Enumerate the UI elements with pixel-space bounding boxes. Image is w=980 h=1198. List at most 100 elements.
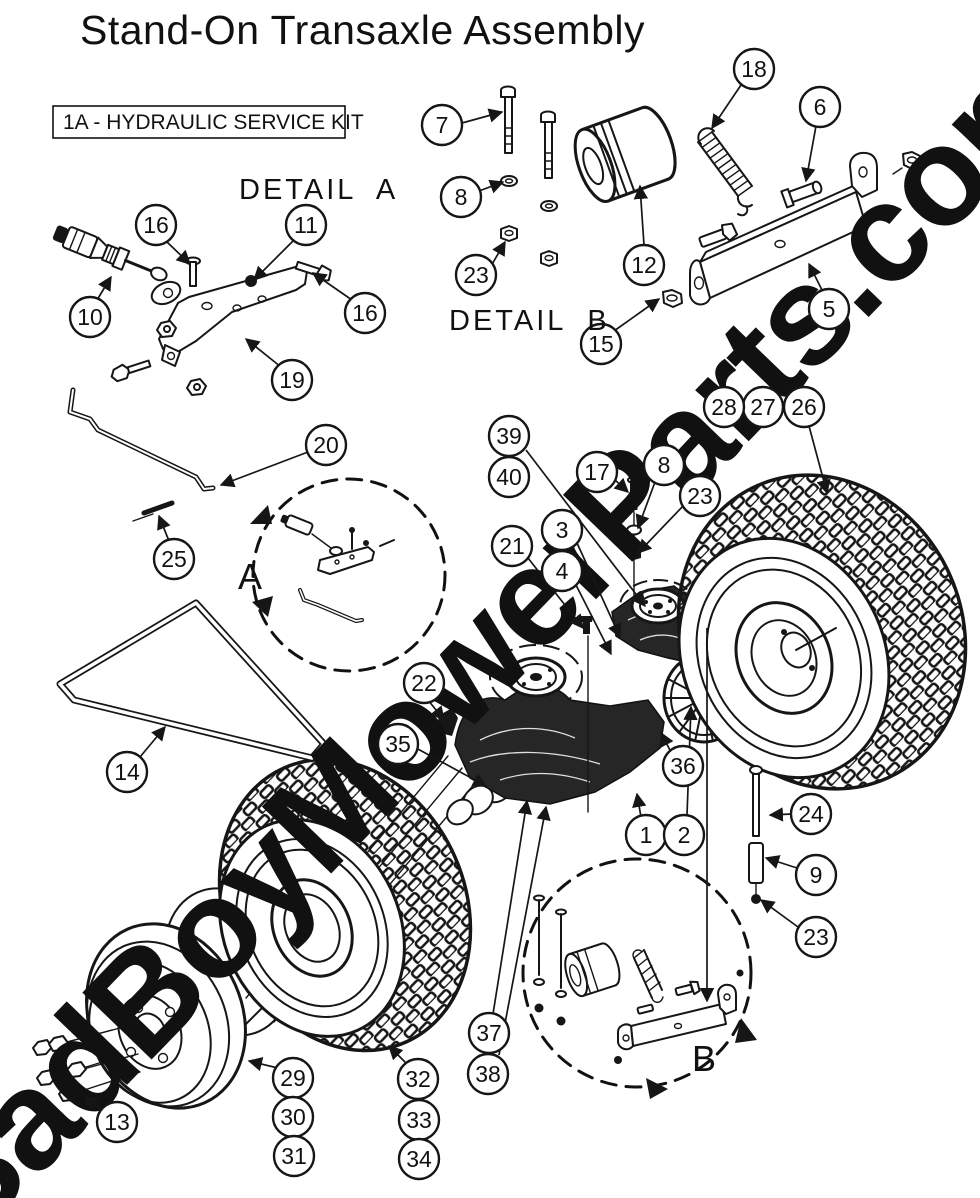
svg-text:16: 16 [143,212,169,238]
callout-30: 30 [271,1095,315,1139]
zone-b-letter: B [692,1038,716,1079]
svg-text:12: 12 [631,252,657,278]
callout-18: 18 [732,47,776,91]
svg-text:25: 25 [161,546,187,572]
rod-spacer-illustration [748,765,764,904]
leader-arrow [415,747,488,787]
svg-text:28: 28 [711,394,737,420]
leader-arrow [613,477,630,493]
callout-24: 24 [789,792,833,836]
lug-bolts-illustration [32,1027,141,1102]
svg-text:23: 23 [463,262,489,288]
clutch-pin-illustration [698,180,823,248]
detail-a-label: DETAIL A [239,174,398,206]
svg-text:16: 16 [352,300,378,326]
leader-arrow [527,557,584,630]
extension-spring-illustration [697,127,753,217]
leader-arrow [575,584,612,656]
leader-arrow [461,108,504,124]
leader-arrow [427,699,445,722]
callout-12: 12 [622,243,666,287]
callout-40: 40 [487,455,531,499]
callout-25: 25 [152,537,196,581]
svg-text:24: 24 [798,801,824,827]
svg-text:35: 35 [385,731,411,757]
callout-4: 4 [540,549,584,593]
svg-text:10: 10 [77,304,103,330]
svg-text:8: 8 [658,452,671,478]
callout-22: 22 [402,661,446,705]
svg-text:33: 33 [406,1107,432,1133]
leader-arrow [311,272,353,301]
callout-27: 27 [741,385,785,429]
svg-text:2: 2 [678,822,691,848]
svg-text:31: 31 [281,1143,307,1169]
left-rim-illustration [85,887,292,1110]
svg-text:8: 8 [455,184,468,210]
leader-arrow [633,184,649,246]
leader-arrow [252,239,295,282]
svg-text:5: 5 [823,296,836,322]
svg-text:15: 15 [588,331,614,357]
callout-13: 13 [95,1100,139,1144]
callout-23: 23 [454,253,498,297]
zone-a-letter: A [238,556,262,597]
svg-text:38: 38 [475,1061,501,1087]
svg-text:21: 21 [499,533,525,559]
svg-text:29: 29 [280,1065,306,1091]
svg-text:3: 3 [556,517,569,543]
kit-label-border [52,105,346,139]
svg-text:18: 18 [741,56,767,82]
callout-36: 36 [661,744,705,788]
leader-arrow [492,799,533,1015]
callout-34: 34 [397,1137,441,1181]
leader-arrow [139,725,166,758]
leader-arrow [808,425,831,495]
callout-3: 3 [540,508,584,552]
leader-arrow [660,731,674,753]
hex-bolt-long-2 [540,110,556,179]
callout-8: 8 [642,443,686,487]
callout-2: 2 [662,813,706,857]
svg-text:6: 6 [814,94,827,120]
leader-arrow [157,514,171,542]
mini-bolt-1 [533,894,545,1013]
right-tire-illustration [676,473,968,791]
svg-text:39: 39 [496,423,522,449]
svg-text:40: 40 [496,464,522,490]
idler-bracket-illustration [689,151,878,306]
washer-2 [540,200,558,212]
callout-8: 8 [439,175,483,219]
lock-nut-2 [540,250,558,267]
callout-7: 7 [420,103,464,147]
leader-arrow [166,241,192,265]
wheel-hub-illustration [780,627,837,671]
callout-23: 23 [794,915,838,959]
mini-bracket [614,969,744,1064]
left-tire-illustration [217,757,473,1053]
callout-16: 16 [134,203,178,247]
leader-arrow [637,504,685,555]
svg-text:13: 13 [104,1109,130,1135]
zone-b-detail-circle [521,857,757,1099]
svg-text:19: 19 [279,367,305,393]
callout-1: 1 [624,813,668,857]
svg-text:9: 9 [810,862,823,888]
kit-label-text: 1A - HYDRAULIC SERVICE KIT [63,111,364,134]
svg-text:27: 27 [750,394,776,420]
leader-arrow [96,275,112,301]
callout-39: 39 [487,414,531,458]
leader-arrow [768,807,793,822]
leader-arrow [219,451,309,488]
svg-text:23: 23 [803,924,829,950]
lock-nut-1 [500,225,518,242]
oil-filter-illustration [573,105,677,203]
callout-6: 6 [798,85,842,129]
leader-arrow [490,240,506,267]
callout-35: 35 [376,722,420,766]
svg-text:23: 23 [687,483,713,509]
svg-text:20: 20 [313,432,339,458]
drive-belt-illustration [56,599,328,762]
